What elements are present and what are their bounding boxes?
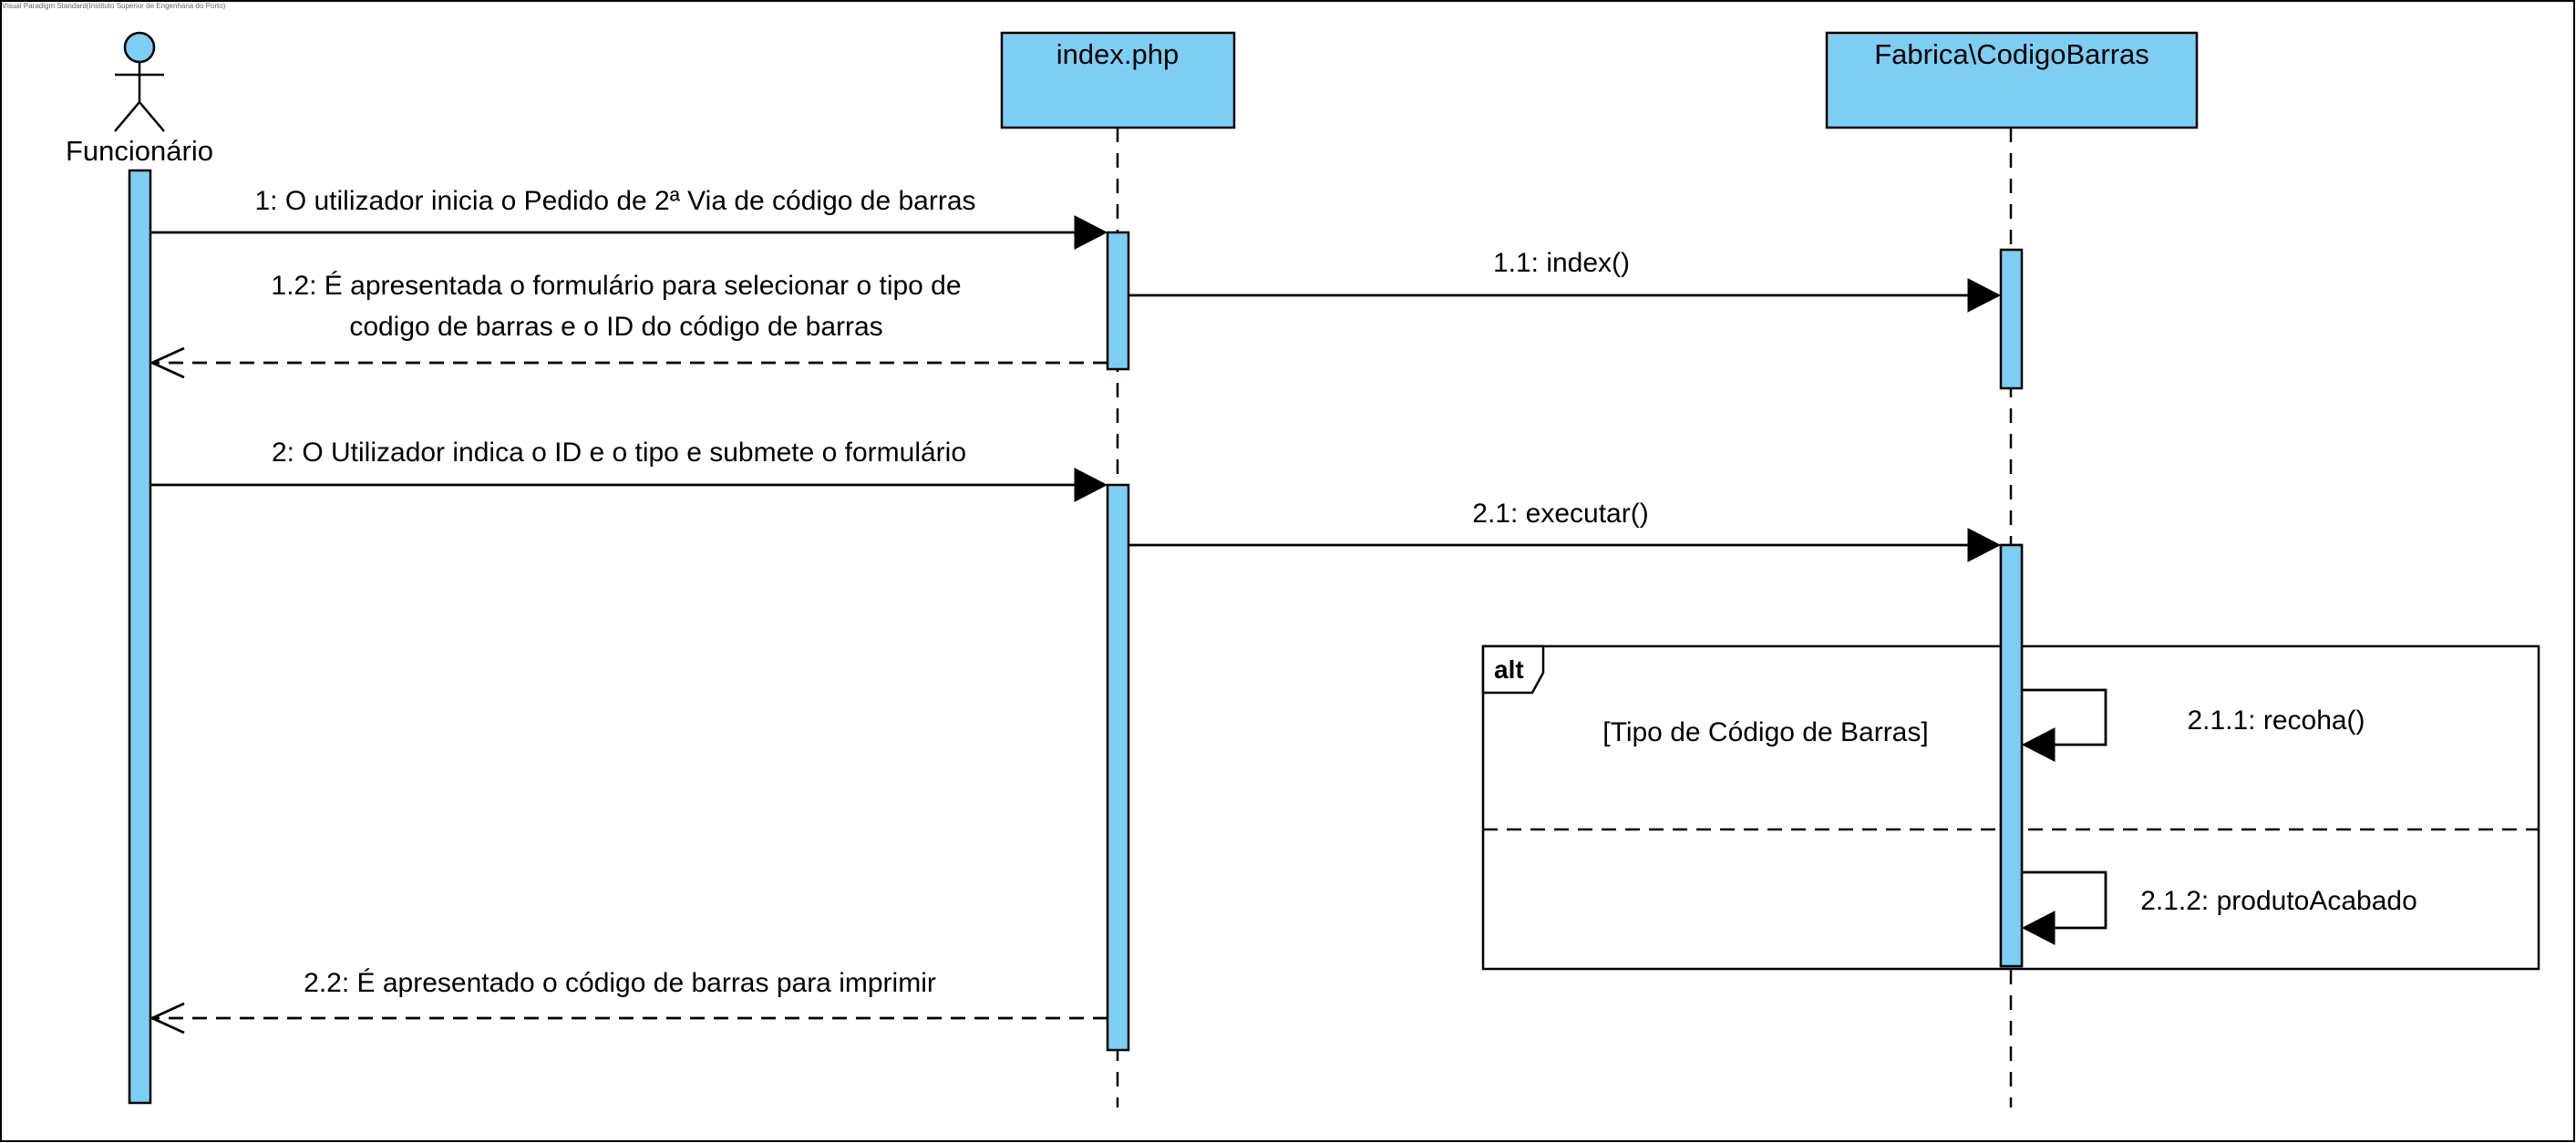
message-2-1-1-label: 2.1.1: recoha() bbox=[2187, 705, 2365, 736]
message-1[interactable]: 1: O utilizador inicia o Pedido de 2ª Vi… bbox=[150, 186, 1108, 250]
message-2-1-label: 2.1: executar() bbox=[1472, 499, 1648, 529]
message-1-2-open-arrowhead bbox=[149, 346, 185, 379]
lifeline-header-index-php bbox=[1000, 31, 1236, 129]
actor-stick-figure-icon bbox=[114, 31, 165, 132]
message-1-1-arrowhead bbox=[1967, 278, 2002, 313]
actor-activation-bar bbox=[128, 169, 152, 1105]
lifeline-fabrica-codigobarras[interactable]: Fabrica\CodigoBarras bbox=[1825, 31, 2199, 129]
message-2-1-1-arrow bbox=[2022, 688, 2107, 747]
message-2-2-label: 2.2: É apresentado o código de barras pa… bbox=[304, 968, 936, 998]
message-1-2-label-line2: codigo de barras e o ID do código de bar… bbox=[349, 312, 882, 342]
message-2-1-2-arrow bbox=[2022, 870, 2107, 930]
message-2-1[interactable]: 2.1: executar() bbox=[1128, 499, 2002, 562]
activation-bar-fabrica-1 bbox=[1999, 248, 2024, 390]
lifeline-index-php[interactable]: index.php bbox=[1000, 31, 1236, 129]
message-2-1-arrowhead bbox=[1967, 528, 2002, 562]
alt-guard-text: [Tipo de Código de Barras] bbox=[1602, 717, 1928, 747]
message-1-label: 1: O utilizador inicia o Pedido de 2ª Vi… bbox=[254, 186, 975, 216]
message-2-2[interactable]: 2.2: É apresentado o código de barras pa… bbox=[149, 968, 1108, 1035]
message-1-arrowhead bbox=[1074, 215, 1108, 250]
message-2-arrowhead bbox=[1074, 468, 1108, 502]
message-2-label: 2: O Utilizador indica o ID e o tipo e s… bbox=[272, 438, 966, 468]
message-2-2-open-arrowhead bbox=[149, 1002, 185, 1035]
actor-funcionario[interactable]: Funcionário bbox=[66, 31, 213, 167]
lifeline-label-index-php: index.php bbox=[1056, 38, 1179, 70]
message-2[interactable]: 2: O Utilizador indica o ID e o tipo e s… bbox=[150, 438, 1108, 502]
message-1-1-label: 1.1: index() bbox=[1493, 248, 1630, 278]
message-2-1-1-arrowhead bbox=[2021, 727, 2056, 762]
actor-name: Funcionário bbox=[66, 135, 213, 167]
message-1-1[interactable]: 1.1: index() bbox=[1128, 248, 2002, 313]
message-2-1-2[interactable]: 2.1.2: produtoAcabado bbox=[2021, 870, 2417, 945]
activation-bar-index-1 bbox=[1106, 231, 1130, 371]
message-1-2[interactable]: 1.2: É apresentada o formulário para sel… bbox=[149, 271, 1108, 379]
alt-fragment[interactable]: alt [Tipo de Código de Barras] bbox=[1481, 644, 2540, 971]
alt-operator-tab bbox=[1481, 644, 1545, 695]
alt-operator-label: alt bbox=[1494, 655, 1524, 684]
message-2-1-1[interactable]: 2.1.1: recoha() bbox=[2021, 688, 2365, 762]
lifeline-label-fabrica: Fabrica\CodigoBarras bbox=[1874, 38, 2149, 70]
activation-bar-fabrica-2-front bbox=[1999, 543, 2024, 968]
activation-bar-index-2 bbox=[1106, 483, 1130, 1052]
message-1-2-label-line1: 1.2: É apresentada o formulário para sel… bbox=[271, 271, 961, 301]
message-2-1-2-label: 2.1.2: produtoAcabado bbox=[2140, 886, 2417, 916]
message-2-1-2-arrowhead bbox=[2021, 911, 2056, 945]
watermark-text: Visual Paradigm Standard(Instituto Super… bbox=[2, 2, 226, 10]
